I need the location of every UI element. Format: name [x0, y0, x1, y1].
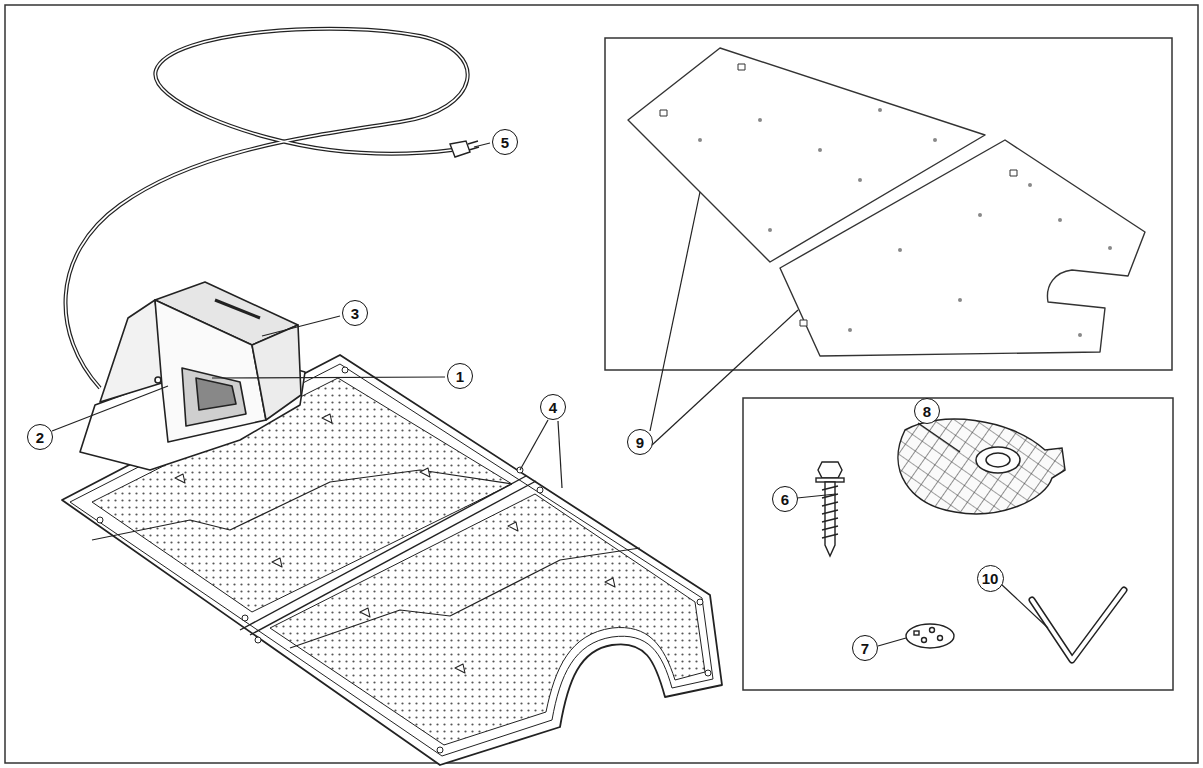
charging-station [80, 282, 305, 470]
callout-number: 1 [447, 363, 473, 389]
callout-text: 5 [501, 135, 509, 150]
outer-frame [5, 5, 1198, 763]
grid-plate [898, 419, 1065, 514]
callout-number: 6 [772, 486, 798, 512]
callout-text: 9 [636, 435, 644, 450]
callout-number: 7 [852, 635, 878, 661]
callout-number: 8 [914, 398, 940, 424]
base-plates [628, 48, 1145, 356]
callout-text: 3 [351, 306, 359, 321]
small-plate [906, 624, 954, 648]
screw [816, 462, 844, 556]
callout-number: 3 [342, 300, 368, 326]
callout-number: 9 [627, 429, 653, 455]
callout-text: 2 [36, 430, 44, 445]
charging-mat [62, 355, 722, 765]
callout-number: 4 [540, 394, 566, 420]
callout-number: 10 [977, 565, 1004, 592]
callout-text: 7 [861, 641, 869, 656]
hex-key [1032, 590, 1124, 660]
callout-number: 2 [27, 424, 53, 450]
callout-text: 8 [923, 404, 931, 419]
callout-number: 5 [492, 129, 518, 155]
inset-frame [605, 38, 1172, 370]
leader-lines [52, 143, 1048, 646]
inset-frame [743, 398, 1173, 690]
callout-text: 10 [982, 571, 999, 586]
callout-text: 4 [549, 400, 557, 415]
callout-text: 6 [781, 492, 789, 507]
callout-text: 1 [456, 369, 464, 384]
